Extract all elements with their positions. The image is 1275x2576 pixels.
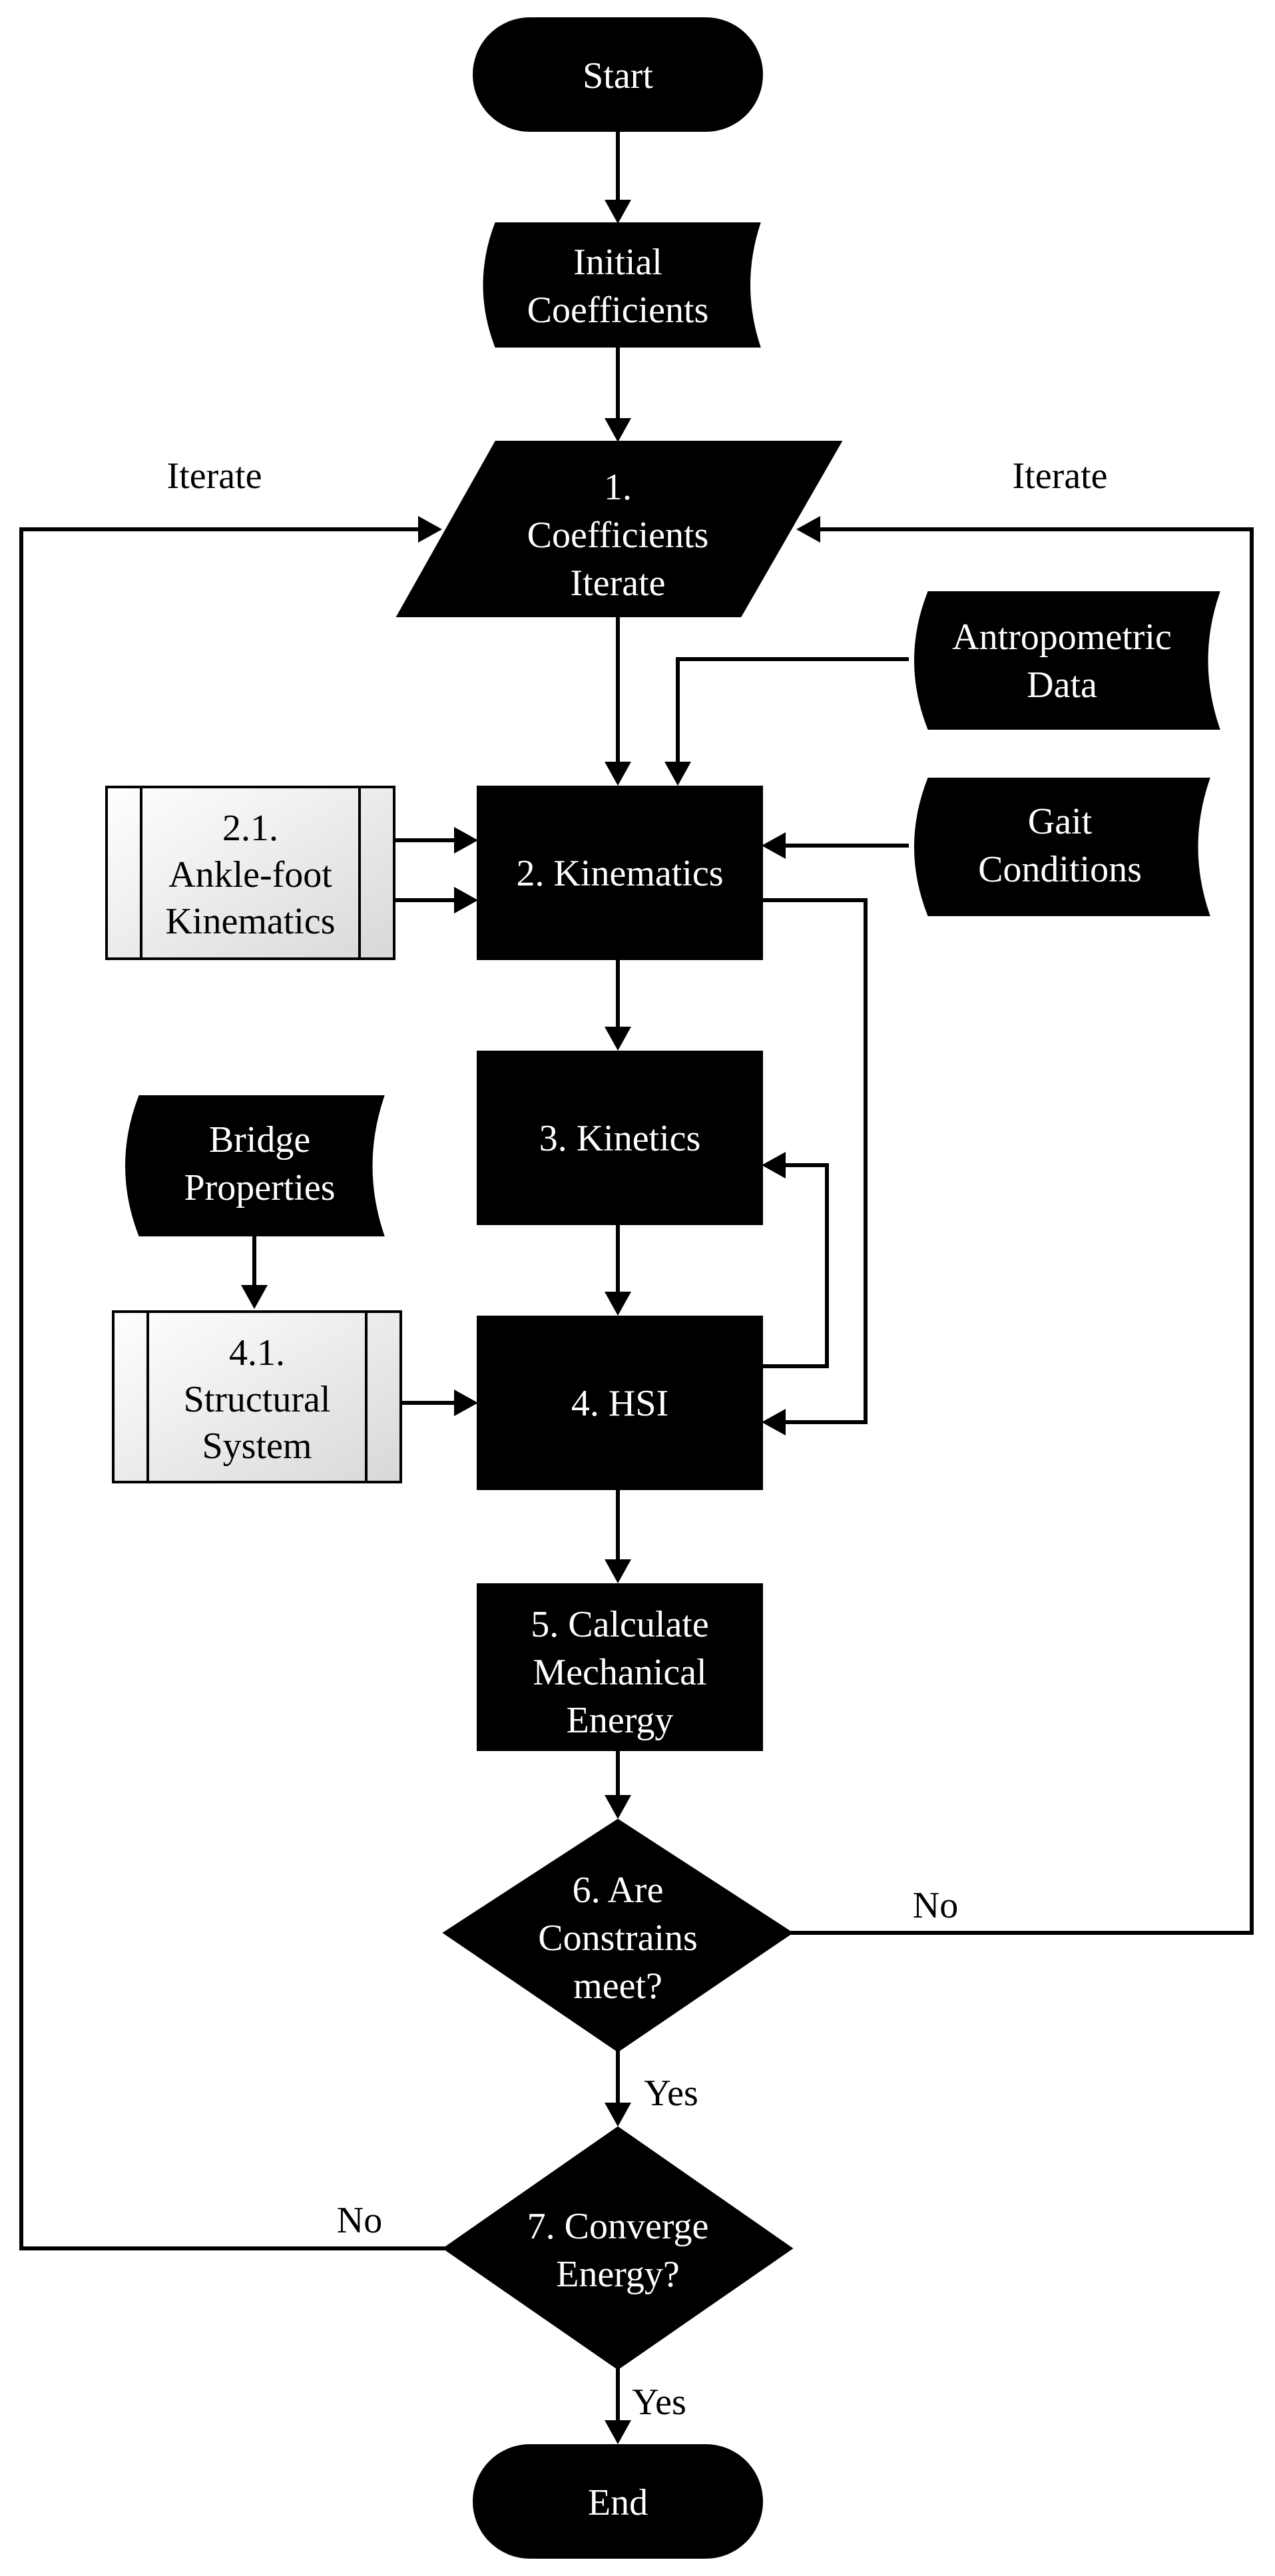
label-no-converge: No	[337, 2200, 382, 2241]
label-yes-converge: Yes	[632, 2382, 686, 2423]
svg-text:Data: Data	[1027, 664, 1097, 706]
svg-text:Iterate: Iterate	[571, 563, 666, 604]
svg-text:Properties: Properties	[184, 1167, 335, 1208]
arrowhead	[418, 516, 442, 543]
arrowhead	[762, 1152, 786, 1178]
arrowhead	[605, 1292, 631, 1316]
hsi-process: 4. HSI	[477, 1316, 763, 1490]
arrowhead	[454, 827, 478, 854]
antropometric-data: Antropometric Data	[914, 591, 1220, 730]
arrowhead	[605, 762, 631, 786]
svg-text:Coefficients: Coefficients	[527, 515, 709, 556]
edge-labels: Iterate Iterate No Yes No Yes	[167, 455, 1108, 2423]
svg-text:Ankle-foot: Ankle-foot	[168, 854, 332, 896]
calculate-energy-process: 5. Calculate Mechanical Energy	[477, 1583, 763, 1751]
label-iterate-right: Iterate	[1013, 455, 1108, 497]
svg-text:1.: 1.	[604, 467, 632, 508]
svg-text:Initial: Initial	[573, 242, 662, 283]
gait-conditions-data: Gait Conditions	[914, 778, 1210, 916]
svg-text:System: System	[202, 1425, 312, 1467]
svg-text:Antropometric: Antropometric	[952, 617, 1172, 658]
svg-text:Bridge: Bridge	[209, 1119, 310, 1160]
svg-text:Gait: Gait	[1028, 801, 1093, 842]
kinetics-process: 3. Kinetics	[477, 1051, 763, 1225]
svg-text:3. Kinetics: 3. Kinetics	[539, 1118, 701, 1159]
coefficients-iterate-input: 1. Coefficients Iterate	[395, 441, 843, 617]
arrowhead	[605, 1559, 631, 1583]
svg-text:Start: Start	[583, 55, 653, 97]
arrowhead	[605, 2103, 631, 2127]
arrowhead	[762, 832, 786, 859]
label-iterate-left: Iterate	[167, 455, 262, 497]
structural-system-subprocess: 4.1. Structural System	[112, 1310, 402, 1483]
end-terminator: End	[473, 2444, 763, 2559]
svg-text:2. Kinematics: 2. Kinematics	[516, 853, 723, 894]
arrowhead	[605, 1795, 631, 1819]
constraints-decision: 6. Are Constrains meet?	[442, 1818, 794, 2053]
bridge-properties-data: Bridge Properties	[125, 1095, 385, 1236]
arrow-hsi-to-kinetics	[762, 1163, 829, 1368]
svg-text:Mechanical: Mechanical	[533, 1652, 706, 1693]
arrowhead	[796, 516, 820, 543]
svg-text:Constrains: Constrains	[538, 1918, 698, 1959]
arrow-decision7-no-loop	[19, 527, 445, 2250]
kinematics-process: 2. Kinematics	[477, 786, 763, 960]
arrowhead	[605, 2420, 631, 2444]
arrowhead	[454, 887, 478, 913]
svg-text:Conditions: Conditions	[978, 849, 1142, 890]
arrowhead	[605, 418, 631, 442]
arrowhead	[605, 1027, 631, 1051]
svg-text:meet?: meet?	[573, 1965, 662, 2007]
connectors	[19, 130, 1254, 2444]
svg-text:End: End	[588, 2482, 648, 2523]
svg-text:Energy: Energy	[567, 1700, 674, 1741]
svg-text:2.1.: 2.1.	[222, 808, 278, 849]
svg-text:4.1.: 4.1.	[229, 1332, 285, 1374]
svg-text:7. Converge: 7. Converge	[527, 2206, 709, 2247]
svg-text:Kinematics: Kinematics	[165, 901, 335, 942]
arrowhead	[605, 200, 631, 224]
label-yes-constraints: Yes	[644, 2073, 698, 2114]
arrow-antropometric-to-kinematics	[676, 657, 909, 766]
svg-text:5. Calculate: 5. Calculate	[531, 1604, 708, 1645]
arrowhead	[454, 1390, 478, 1416]
svg-text:Energy?: Energy?	[556, 2254, 680, 2295]
arrowhead	[664, 762, 691, 786]
arrow-kinematics-to-hsi	[762, 898, 868, 1424]
arrow-decision6-no-loop	[791, 527, 1254, 1935]
arrowhead	[762, 1409, 786, 1435]
svg-text:Coefficients: Coefficients	[527, 290, 709, 331]
svg-text:Structural: Structural	[184, 1379, 331, 1420]
converge-decision: 7. Converge Energy?	[442, 2126, 794, 2370]
svg-text:4. HSI: 4. HSI	[571, 1383, 668, 1424]
label-no-constraints: No	[913, 1885, 958, 1926]
arrowhead	[241, 1285, 268, 1309]
initial-coefficients-data: Initial Coefficients	[483, 222, 761, 348]
svg-text:6. Are: 6. Are	[573, 1870, 664, 1911]
start-terminator: Start	[473, 17, 763, 132]
ankle-foot-kinematics-subprocess: 2.1. Ankle-foot Kinematics	[105, 786, 395, 960]
